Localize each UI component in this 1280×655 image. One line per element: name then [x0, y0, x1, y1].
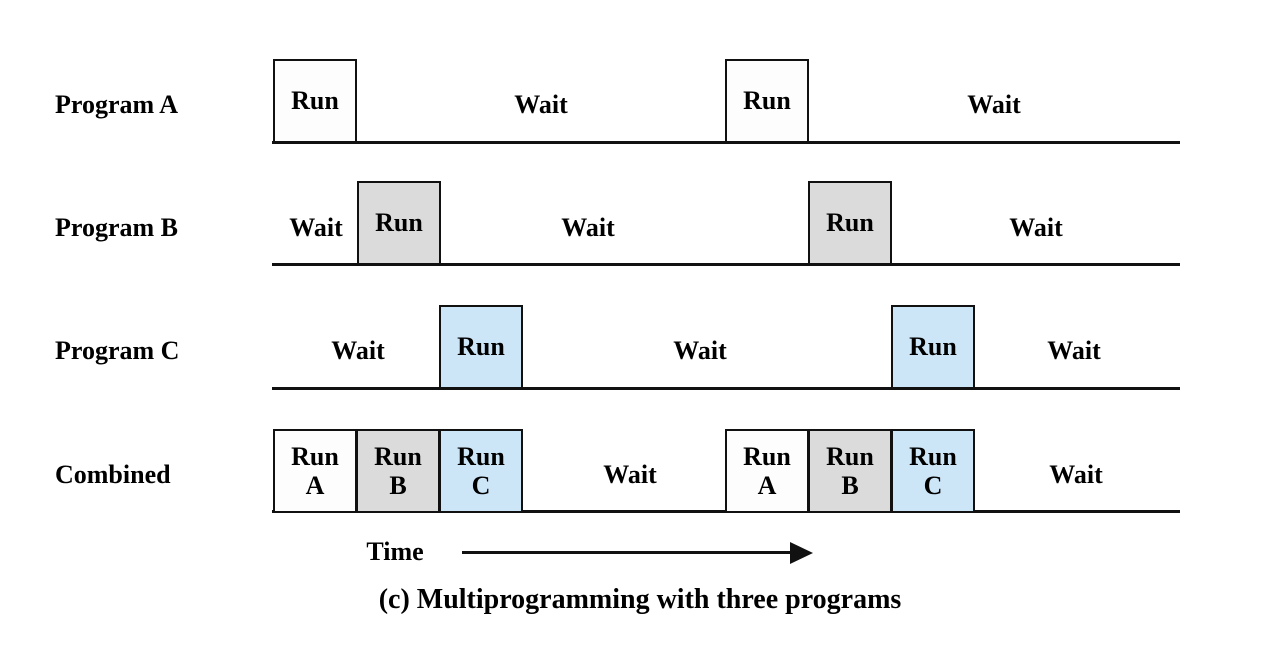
row-label-program-b: Program B: [55, 213, 178, 242]
run-box-label: Run: [457, 332, 505, 362]
run-box-label: Run: [826, 208, 874, 238]
run-box-label: Run: [909, 332, 957, 362]
timeline-program-b: [272, 263, 1180, 266]
run-box-label: Run: [291, 86, 339, 116]
wait-label-combined-1: Wait: [603, 460, 657, 489]
wait-label-program-a-1: Wait: [514, 90, 568, 119]
timeline-program-c: [272, 387, 1180, 390]
time-arrow-head-icon: [790, 542, 813, 564]
run-box-label: Run: [375, 208, 423, 238]
run-box-program-c-2: Run: [891, 305, 975, 389]
wait-label-program-b-3: Wait: [1009, 213, 1063, 242]
wait-label-program-b-1: Wait: [289, 213, 343, 242]
wait-label-program-c-1: Wait: [331, 336, 385, 365]
run-box-program-a-1: Run: [273, 59, 357, 143]
run-box-program-c-1: Run: [439, 305, 523, 389]
time-axis-label: Time: [366, 537, 424, 566]
run-box-program-a-2: Run: [725, 59, 809, 143]
row-label-combined: Combined: [55, 460, 171, 489]
run-box-program-b-2: Run: [808, 181, 892, 265]
wait-label-combined-2: Wait: [1049, 460, 1103, 489]
run-box-label: Run: [743, 86, 791, 116]
wait-label-program-c-3: Wait: [1047, 336, 1101, 365]
wait-label-program-c-2: Wait: [673, 336, 727, 365]
figure-caption: (c) Multiprogramming with three programs: [378, 584, 902, 615]
time-arrow-line: [462, 551, 790, 554]
wait-label-program-b-2: Wait: [561, 213, 615, 242]
wait-label-program-a-2: Wait: [967, 90, 1021, 119]
row-label-program-a: Program A: [55, 90, 178, 119]
row-label-program-c: Program C: [55, 336, 180, 365]
run-box-program-b-1: Run: [357, 181, 441, 265]
